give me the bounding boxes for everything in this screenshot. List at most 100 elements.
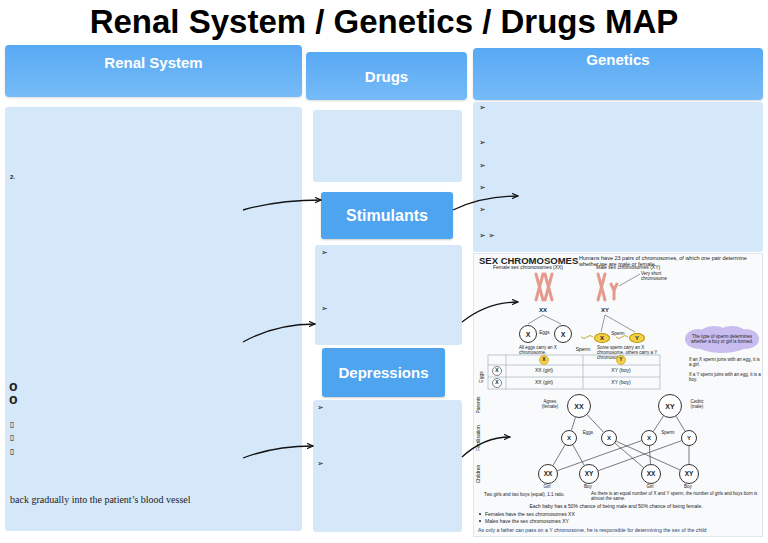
flow-arrow [453, 196, 518, 210]
egg-circle: X [519, 325, 537, 343]
illustration-label: X [495, 380, 498, 385]
illustration-label: Y [619, 357, 622, 362]
chromosome [545, 274, 552, 300]
leader-line [605, 315, 635, 332]
illustration-label: Eggs [479, 371, 484, 382]
flow-arrow [462, 437, 510, 457]
node-text: ➢ [479, 138, 486, 147]
node-text: Female sex chromosomes (XX) [493, 265, 583, 271]
child-circle: XY [679, 464, 699, 484]
empty-box [313, 110, 462, 182]
illustration-label: Sperm [661, 431, 674, 436]
parent-circle: XX [567, 394, 591, 418]
node-text: Drugs [365, 69, 408, 84]
node-text: X [526, 331, 531, 338]
node-text: ➢ [479, 103, 486, 112]
node-text: If a Y sperm joins with an egg, it is a … [689, 372, 761, 382]
node-text: XX [544, 471, 553, 478]
notes-box: ➢➢ [313, 400, 462, 532]
illustration-label: Girl [647, 485, 654, 490]
node-text: XY [585, 471, 594, 478]
sperm-mark [617, 356, 626, 365]
illustration-label: XY (boy) [611, 368, 630, 373]
node-text: ➢ [321, 304, 328, 313]
flow-arrow [462, 302, 518, 322]
flow-arrow [243, 200, 321, 210]
leader-lines [528, 274, 640, 332]
grid-line [488, 377, 660, 378]
node-text: ➢ [479, 183, 486, 192]
node-text: Renal System [104, 55, 202, 70]
sperm-mark [540, 356, 549, 365]
node-text: Genetics [586, 52, 649, 67]
node-text: Two girls and two boys (equal), 1:1 rati… [484, 492, 584, 497]
illustration-label: X [542, 357, 545, 362]
egg-circle: X [554, 325, 572, 343]
illustration-label: Boy [584, 485, 592, 490]
node-text: Y [635, 335, 639, 341]
grid-line [506, 355, 507, 389]
gamete-circle: Y [681, 430, 697, 446]
node-text: ➢ [479, 161, 486, 170]
chromosome [614, 284, 617, 290]
illustration-label: Sperm [576, 347, 591, 352]
egg-mark [493, 367, 502, 376]
grid-line [583, 355, 584, 389]
illustration-label: Sperm [611, 332, 624, 337]
bullet-dot [479, 520, 481, 522]
illustration-label: Fertilisation [476, 425, 481, 451]
chromosome [613, 290, 616, 299]
flow-arrow [243, 324, 315, 342]
parent-circle: XY [658, 394, 682, 418]
illustration-label: Agnes (female) [537, 400, 563, 409]
node-text: Each baby has a 50% chance of being male… [501, 504, 731, 510]
pedigree-line [676, 416, 685, 431]
node-text: If an X sperm joins with an egg, it is a… [689, 357, 761, 367]
sperm-tails [581, 336, 628, 339]
chromosome [545, 274, 552, 300]
node-text: Depressions [338, 365, 428, 380]
gamete-circle: X [601, 430, 617, 446]
chromosomes [536, 274, 617, 300]
node-text: The type of sperm determines whether a b… [691, 334, 753, 344]
thought-cloud: The type of sperm determines whether a b… [684, 325, 760, 353]
pedigree-line [553, 445, 565, 465]
illustration-label: Eggs [539, 331, 549, 336]
pedigree-line [573, 445, 584, 465]
child-circle: XX [641, 464, 661, 484]
sperm-tail [616, 336, 628, 339]
node-text: Some sperm carry an X chromosome, others… [597, 345, 669, 361]
chromosome [536, 274, 543, 300]
node-text: X [561, 331, 566, 338]
section-header: Drugs [306, 52, 467, 100]
drug-class-box: Depressions [322, 348, 445, 397]
illustration-label: X [495, 368, 498, 373]
illustration-label: Parents [476, 396, 481, 413]
egg-mark [493, 379, 502, 388]
notes-box: 2.oo▯▯▯back gradually into the patient’s… [5, 107, 302, 531]
pedigree-line [571, 417, 575, 430]
node-text: X [600, 335, 604, 341]
section-header: Renal System [5, 45, 302, 97]
gamete-circle: X [641, 430, 657, 446]
section-header: Genetics [473, 48, 763, 100]
node-text: Very short chromosome [641, 271, 681, 281]
node-text: Y [687, 435, 691, 441]
node-text: As only a father can pass on a Y chromos… [478, 528, 761, 534]
bullets [479, 513, 481, 522]
node-text: Stimulants [346, 208, 428, 224]
node-text: o [9, 391, 18, 407]
node-text: ▯ [10, 447, 14, 456]
illustration-label: XY (boy) [611, 380, 630, 385]
illustration-label: Boy [684, 485, 692, 490]
node-text: X [567, 435, 571, 441]
node-text: 2. [10, 174, 15, 181]
illustration-label: XX (girl) [535, 380, 553, 385]
node-text: XX [647, 471, 656, 478]
node-text: As there is an equal number of X and Y s… [591, 491, 759, 501]
flow-arrow [243, 446, 313, 458]
node-text: Females have the sex chromosomes XX [485, 512, 575, 518]
pedigree-line [616, 441, 680, 470]
